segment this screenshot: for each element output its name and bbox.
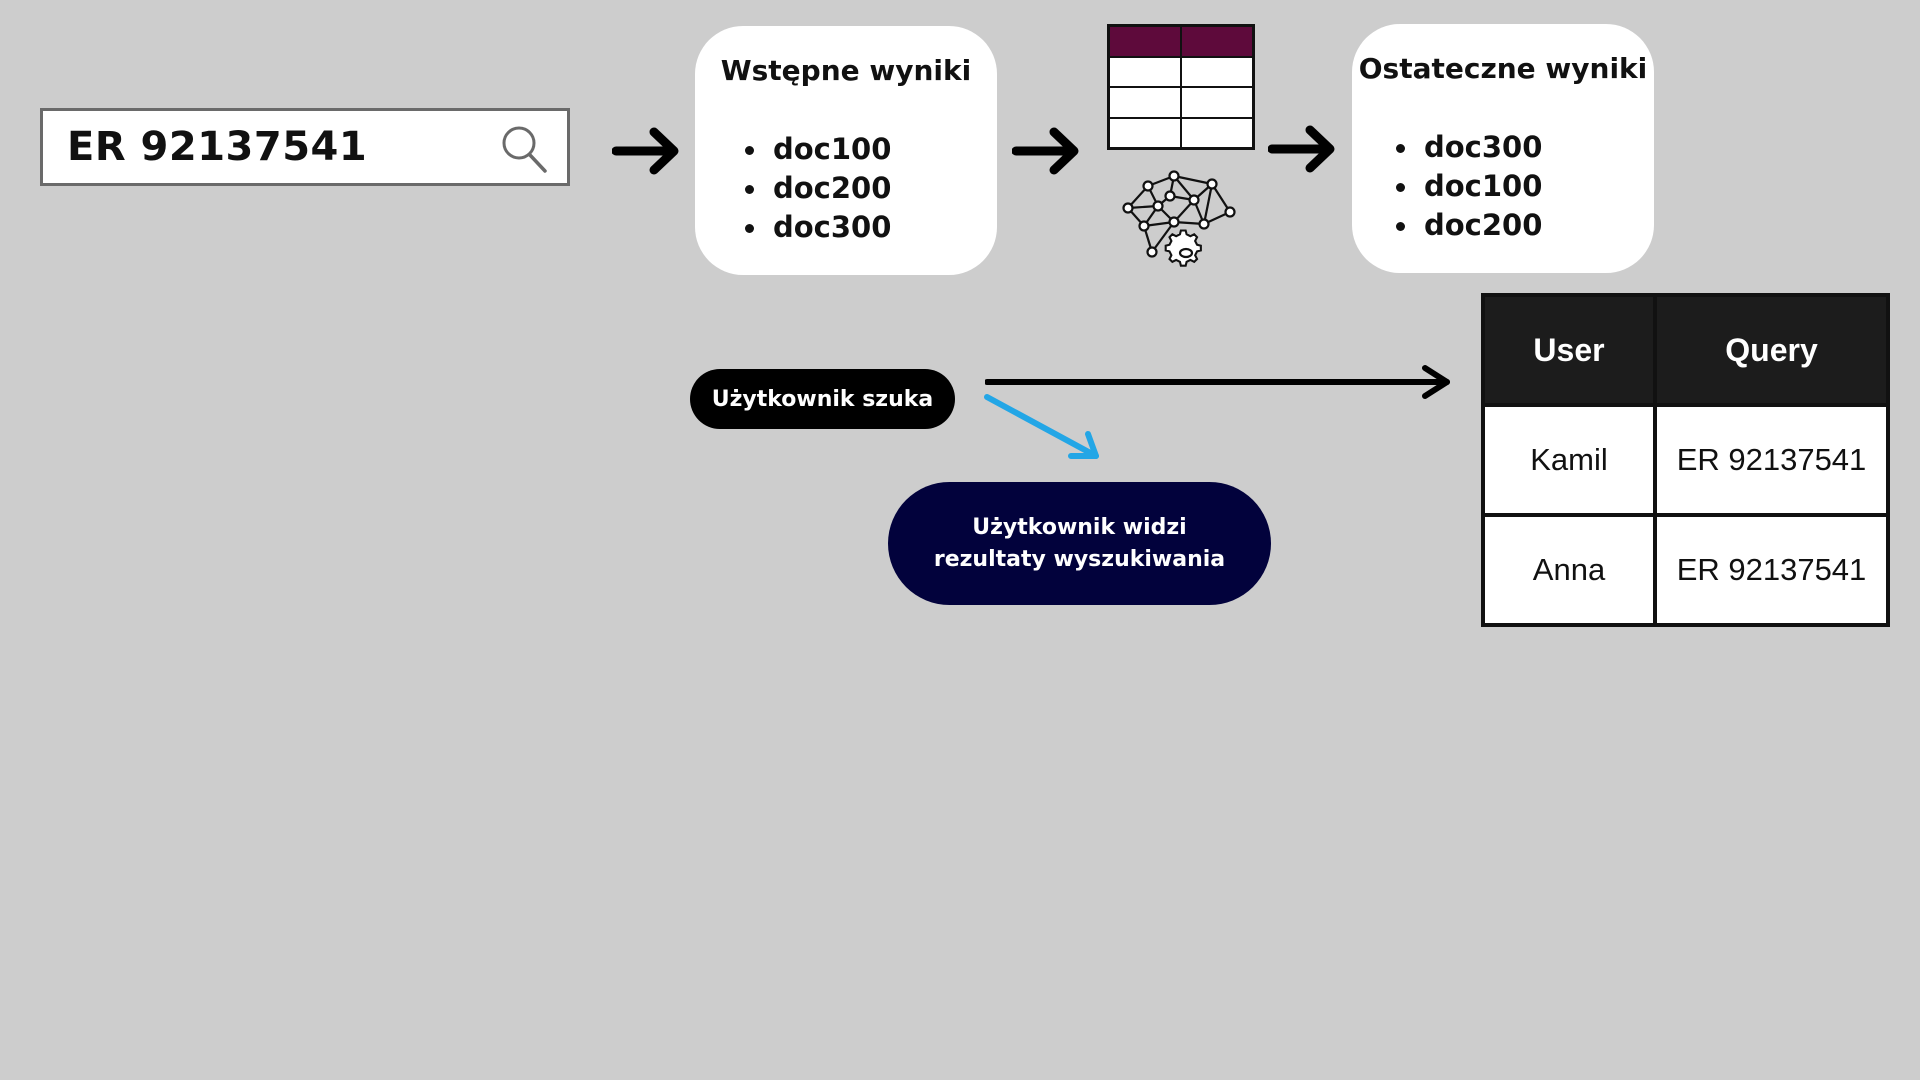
search-icon[interactable] xyxy=(499,123,549,175)
initial-results-card: Wstępne wyniki doc100 doc200 doc300 xyxy=(695,26,997,275)
table-cell-query: ER 92137541 xyxy=(1653,513,1890,627)
list-item: doc300 xyxy=(739,208,891,247)
final-results-title: Ostateczne wyniki xyxy=(1358,52,1648,85)
arrow-right-icon xyxy=(612,127,679,175)
search-query: ER 92137541 xyxy=(67,124,368,170)
table-row: Kamil ER 92137541 xyxy=(1481,403,1890,517)
gear-icon xyxy=(1164,229,1202,267)
search-box[interactable]: ER 92137541 xyxy=(40,108,570,186)
list-item: doc100 xyxy=(739,130,891,169)
arrow-diagonal-icon xyxy=(984,394,1099,459)
neural-network-icon xyxy=(1122,170,1236,267)
table-cell-query: ER 92137541 xyxy=(1653,403,1890,517)
arrow-right-icon xyxy=(1012,127,1079,175)
arrow-right-long-icon xyxy=(985,365,1450,399)
final-results-list: doc300 doc100 doc200 xyxy=(1390,128,1542,245)
table-header-user: User xyxy=(1481,293,1657,407)
list-item: doc300 xyxy=(1390,128,1542,167)
mini-table-icon xyxy=(1107,24,1255,150)
user-searches-pill: Użytkownik szuka xyxy=(690,369,955,429)
table-cell-user: Kamil xyxy=(1481,403,1657,517)
initial-results-list: doc100 doc200 doc300 xyxy=(739,130,891,247)
initial-results-title: Wstępne wyniki xyxy=(720,54,972,87)
list-item: doc200 xyxy=(1390,206,1542,245)
table-row: Anna ER 92137541 xyxy=(1481,513,1890,627)
list-item: doc200 xyxy=(739,169,891,208)
list-item: doc100 xyxy=(1390,167,1542,206)
search-log-table: User Query Kamil ER 92137541 Anna ER 921… xyxy=(1481,293,1890,627)
table-cell-user: Anna xyxy=(1481,513,1657,627)
user-sees-results-pill: Użytkownik widzi rezultaty wyszukiwania xyxy=(888,482,1271,605)
arrow-right-icon xyxy=(1268,125,1335,173)
final-results-card: Ostateczne wyniki doc300 doc100 doc200 xyxy=(1352,24,1654,273)
table-header-query: Query xyxy=(1653,293,1890,407)
